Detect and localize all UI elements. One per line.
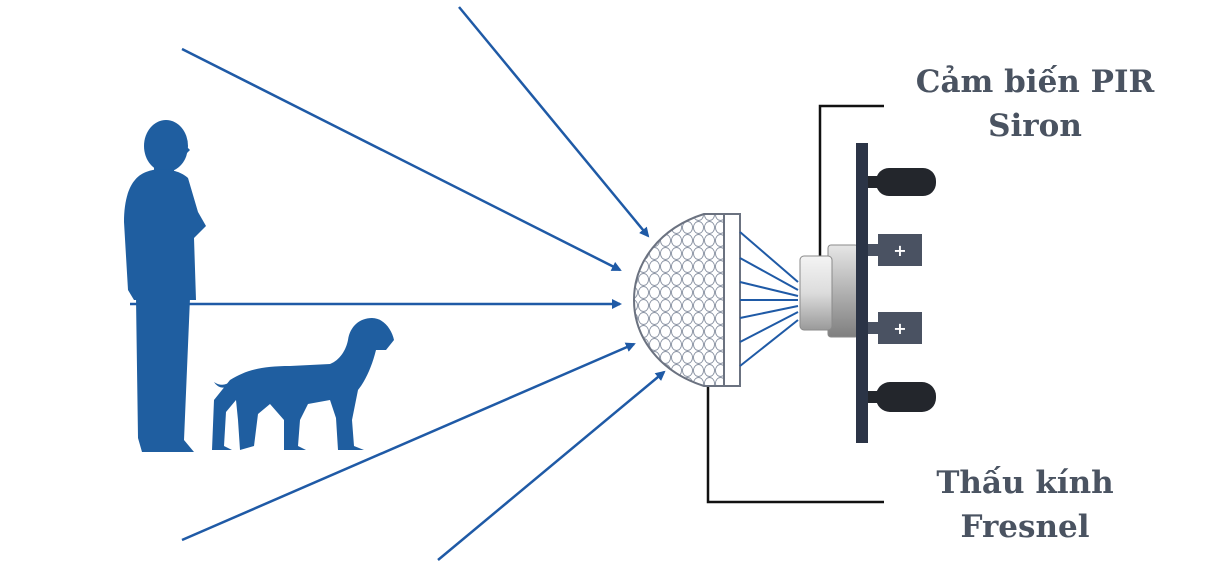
plus-icon: + [893,319,906,338]
fresnel-lens-label: Thấu kính Fresnel [915,461,1135,549]
lens-bracket [706,380,884,504]
plus-icon: + [893,241,906,260]
fresnel-lens [632,213,741,387]
focused-rays [739,231,799,367]
fresnel-lens-label-line2: Fresnel [960,509,1090,545]
incoming-rays [130,6,666,561]
pir-sensor [799,244,859,338]
circuit-board: + + [856,143,936,443]
fresnel-lens-label-line1: Thấu kính [936,465,1114,501]
component-top [876,168,936,196]
pir-sensor-label: Cảm biến PIR Siron [905,60,1165,148]
dog-silhouette [212,318,394,450]
sensor-bracket [818,104,884,262]
ray-arrow-1 [458,6,650,238]
component-bottom [876,382,936,412]
pir-sensor-label-line2: Siron [988,108,1082,144]
lens-frame [723,213,741,387]
ray-arrow-5 [437,370,666,561]
board-strip [856,143,868,443]
terminal-plus-1 [878,234,922,266]
pir-sensor-label-line1: Cảm biến PIR [915,64,1155,100]
ray-arrow-2 [181,47,622,272]
callout-brackets [706,104,884,504]
ray-arrow-4 [181,342,636,542]
terminal-plus-2 [878,312,922,344]
person-silhouette [124,120,206,452]
